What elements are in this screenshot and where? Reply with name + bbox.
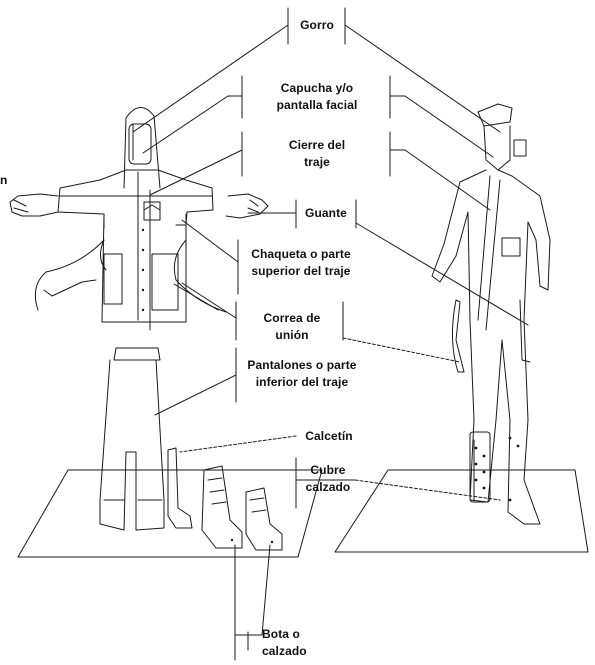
label-calcetin: Calcetín xyxy=(294,428,364,445)
label-cubre-calzado: Cubre calzado xyxy=(298,462,358,496)
right-chest-pocket xyxy=(502,238,520,256)
left-suit-figure xyxy=(10,107,282,550)
label-gorro: Gorro xyxy=(292,17,342,34)
left-glove-right xyxy=(226,194,268,218)
label-correa: Correa de unión xyxy=(252,310,332,344)
sock xyxy=(168,448,192,528)
label-bota: Bota o calzado xyxy=(262,626,322,660)
label-cierre: Cierre del traje xyxy=(272,137,362,171)
right-face-shield xyxy=(484,126,510,170)
left-belt xyxy=(114,348,160,360)
label-pantalones: Pantalones o parte inferior del traje xyxy=(238,357,366,391)
label-guante: Guante xyxy=(298,205,354,222)
boot-right xyxy=(246,488,282,550)
left-side-strap xyxy=(35,240,106,310)
left-trousers xyxy=(100,360,164,530)
edge-fragment-text: n xyxy=(0,172,7,189)
label-chaqueta: Chaqueta o parte superior del traje xyxy=(240,246,362,280)
left-face-shield xyxy=(129,124,151,164)
right-cap xyxy=(478,104,512,126)
left-glove-left xyxy=(10,194,58,216)
label-capucha: Capucha y/o pantalla facial xyxy=(262,80,372,114)
right-torso xyxy=(432,170,550,524)
right-suit-figure xyxy=(432,104,550,524)
left-floor-platform xyxy=(18,470,322,557)
